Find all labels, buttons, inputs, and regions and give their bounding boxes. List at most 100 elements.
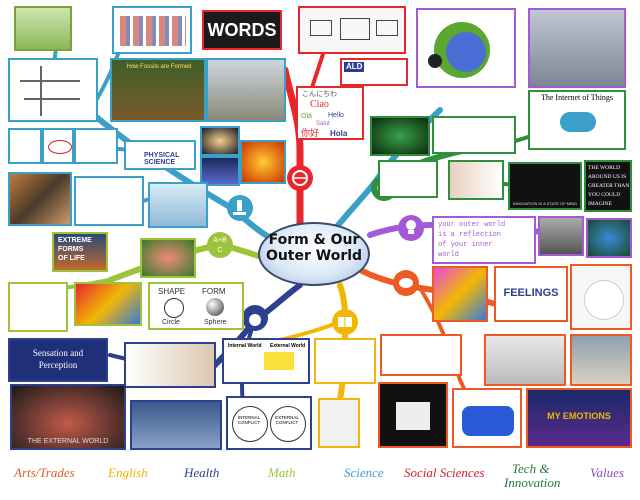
central-topic-title: Form & Our Outer World [258, 232, 370, 264]
greeting-ciao: Ciao [310, 99, 329, 110]
reflection-2: is a reflection [438, 231, 502, 239]
mind-diagram-tile [298, 6, 406, 54]
internal-world-label: Internal World [228, 343, 262, 349]
sensation-tile: Sensation and Perception [8, 338, 108, 382]
geometry-sheet-tile [8, 282, 68, 332]
atom-tile [42, 128, 74, 164]
world-around-3: GREATER THAN [588, 183, 630, 189]
tech-icons-tile [378, 160, 438, 198]
fossils-caption: How Fossils are Formed [126, 64, 192, 70]
innovation-tile: INNOVATION IS A STATE OF MIND [508, 162, 582, 210]
conflict-tile: INTERNAL CONFLICT EXTERNAL CONFLICT [226, 396, 312, 450]
feelings-label: FEELINGS [503, 287, 559, 299]
world-around-5: IMAGINE [588, 201, 612, 207]
legend-social: Social Sciences [404, 465, 485, 480]
arts-branch [357, 267, 523, 313]
gray-corridor-tile [538, 216, 584, 256]
words-tile: WORDS [202, 10, 282, 50]
greeting-ola: Olá [301, 113, 312, 120]
extreme-label-3: OF LIFE [58, 255, 85, 262]
internal-external-tile: Internal World External World [222, 338, 310, 384]
shape-label: SHAPE [158, 287, 186, 296]
kids-picture-tile [14, 6, 72, 51]
central-title-line2: Outer World [265, 248, 363, 265]
my-emotions-label: MY EMOTIONS [547, 411, 611, 421]
svg-text:A+B: A+B [213, 237, 227, 244]
svg-text:C: C [217, 247, 222, 254]
greeting-salut: Salut [316, 121, 330, 127]
internet-things-tile: The Internet of Things [528, 90, 626, 150]
external-world-label: External World [270, 343, 306, 349]
abc-math-icon [207, 232, 233, 258]
internal-conflict-label: INTERNAL CONFLICT [237, 415, 261, 425]
evolution-tree-tile [8, 58, 98, 122]
experience-diagram-tile [416, 8, 516, 88]
sensation-label-1: Sensation and [32, 348, 84, 358]
my-emotions-tile: MY EMOTIONS [526, 388, 632, 448]
fruit-tile [140, 238, 196, 278]
extreme-forms-tile: EXTREME FORMS OF LIFE [52, 232, 108, 272]
greeting-hello: Hello [328, 112, 344, 119]
blue-figures-tile [452, 388, 522, 448]
world-around-1: THE WORLD [588, 165, 621, 171]
central-topic [258, 222, 370, 286]
flow-diagram-tile [432, 116, 516, 154]
greeting-chinese: 你好 [301, 128, 320, 138]
reflection-4: world [438, 251, 460, 259]
world-around-2: AROUND US IS [588, 174, 627, 180]
brain-face-tile [124, 342, 216, 388]
greeting-hola: Hola [330, 129, 348, 138]
ald-label: ALD [344, 62, 365, 73]
extreme-label-1: EXTREME [58, 237, 92, 244]
blocks-tile [74, 282, 142, 326]
external-conflict-label: EXTERNAL CONFLICT [275, 415, 299, 425]
external-world-caption: THE EXTERNAL WORLD [27, 438, 109, 445]
art-painting-tile [432, 266, 488, 322]
rock-formation-tile [206, 58, 286, 122]
central-title-line1: Form & Our [268, 232, 360, 248]
internet-things-label: The Internet of Things [540, 93, 614, 102]
legend-arts: Arts/Trades [14, 465, 75, 480]
legend-tech-1: Tech & [512, 461, 550, 476]
innovation-caption: INNOVATION IS A STATE OF MIND [513, 201, 577, 206]
earth-layers-tile [240, 140, 286, 184]
legend-health: Health [184, 465, 220, 480]
ald-tile: ALD [340, 58, 408, 86]
walkway-tile [570, 334, 632, 386]
matrix-face-tile [370, 116, 430, 156]
legend-science: Science [344, 465, 384, 480]
circle-label: Circle [162, 319, 180, 326]
greeting-japanese: こんにちわ [302, 91, 337, 98]
feelings-tile: FEELINGS [494, 266, 568, 322]
shape-form-tile: SHAPE FORM Circle Sphere [148, 282, 244, 330]
house-sketch-tile [8, 128, 42, 164]
cell-sketch-tile [74, 176, 144, 226]
physical-science-label: PHYSICAL SCIENCE [144, 152, 180, 167]
words-label: WORDS [207, 20, 277, 40]
sensation-label-2: Perception [38, 360, 78, 370]
greetings-tile: こんにちわ Ciao Olá Hello Salut 你好 Hola [296, 86, 364, 140]
sugar-cube-tile [378, 382, 448, 448]
legend-math: Math [268, 465, 296, 480]
legend-tech-2: Innovation [504, 475, 561, 490]
world-around-tile: THE WORLD AROUND US IS GREATER THAN YOU … [584, 160, 632, 212]
bacteria-tile [148, 182, 208, 228]
legend-english: English [108, 465, 148, 480]
reflection-1: your outer world [438, 221, 506, 229]
planets-tile [200, 126, 240, 156]
emotion-faces-tile [570, 264, 632, 330]
thinking-face-tile [448, 160, 504, 200]
extreme-label-2: FORMS [58, 246, 84, 253]
sketch-drawing-tile [380, 334, 462, 376]
book-cover-tile [318, 398, 360, 448]
reflection-tile: your outer world is a reflection of your… [432, 216, 536, 264]
sculpture-room-tile [484, 334, 566, 386]
vocabulary-diagram-tile [74, 128, 118, 164]
fossils-tile: How Fossils are Formed [110, 58, 206, 122]
exoskeleton-photo-tile [528, 8, 626, 88]
world-around-4: YOU COULD [588, 192, 621, 198]
word-cloud-tile [112, 6, 192, 54]
reflection-3: of your inner [438, 241, 493, 249]
communication-tile [314, 338, 376, 384]
